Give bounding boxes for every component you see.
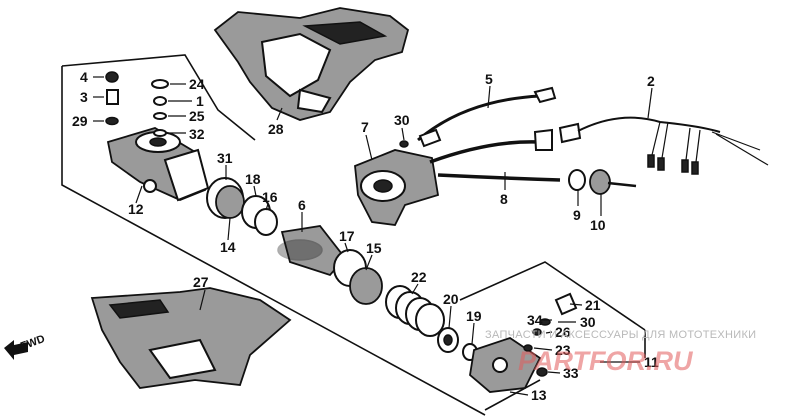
callout-1: 1 (196, 93, 204, 109)
callout-29: 29 (72, 113, 88, 129)
callout-13: 13 (531, 387, 547, 403)
callout-3: 3 (80, 89, 88, 105)
solenoid-part-7[interactable] (354, 149, 440, 226)
small-hardware (105, 71, 169, 137)
lower-cover-part-27[interactable] (90, 287, 292, 389)
callout-34: 34 (527, 312, 543, 328)
callout-30-lower: 30 (580, 314, 596, 330)
bolt-part-1[interactable] (153, 96, 167, 106)
wire-harness-part-2[interactable] (558, 116, 769, 175)
watermark: ЗАПЧАСТИ И АКСЕССУАРЫ ДЛЯ МОТОТЕХНИКИ PA… (485, 329, 756, 376)
hose-part-8[interactable] (429, 128, 561, 182)
assembly-frame (61, 54, 646, 416)
cap-part-4[interactable] (105, 71, 119, 83)
callout-26: 26 (555, 324, 571, 340)
callout-7: 7 (361, 119, 369, 135)
callout-19: 19 (466, 308, 482, 324)
washer-part-20[interactable] (437, 327, 459, 353)
grommet-part-9[interactable] (568, 169, 586, 191)
callout-21: 21 (585, 297, 601, 313)
callout-18: 18 (245, 171, 261, 187)
oring-part-32[interactable] (153, 129, 167, 137)
upper-housing-part-28[interactable] (213, 7, 410, 121)
callout-12: 12 (128, 201, 144, 217)
callout-20: 20 (443, 291, 459, 307)
callout-28: 28 (268, 121, 284, 137)
callout-11: 11 (644, 354, 659, 370)
cable-part-5[interactable] (417, 86, 557, 148)
watermark-tagline: ЗАПЧАСТИ И АКСЕССУАРЫ ДЛЯ МОТОТЕХНИКИ (485, 329, 756, 341)
callout-5: 5 (485, 71, 493, 87)
callout-23: 23 (555, 342, 571, 358)
switch-part-21[interactable] (554, 292, 578, 316)
callout-6: 6 (298, 197, 306, 213)
callout-9: 9 (573, 207, 581, 223)
callout-25: 25 (189, 108, 205, 124)
washer-part-25[interactable] (153, 112, 167, 120)
screw-part-26[interactable] (532, 328, 542, 336)
filter-screen-part-14[interactable] (215, 185, 245, 219)
forward-direction-indicator: FWD (4, 333, 47, 360)
callouts: 4 3 29 24 1 25 32 12 31 14 18 16 6 17 15… (72, 69, 659, 403)
washer-part-29[interactable] (105, 116, 119, 126)
forward-label: FWD (19, 333, 47, 353)
spring-part-22[interactable] (385, 285, 445, 337)
cylinder-body-part-12[interactable] (106, 127, 210, 202)
screen-part-15[interactable] (349, 267, 383, 305)
callout-15: 15 (366, 240, 382, 256)
cover-part-13[interactable] (469, 337, 542, 393)
screw-part-33[interactable] (536, 367, 548, 377)
filter-element-part-6[interactable] (277, 225, 347, 277)
callout-2: 2 (647, 73, 655, 89)
callout-4: 4 (80, 69, 88, 85)
forward-arrow-icon (4, 340, 28, 360)
callout-10: 10 (590, 217, 606, 233)
callout-8: 8 (500, 191, 508, 207)
callout-33: 33 (563, 365, 579, 381)
callout-30-upper: 30 (394, 112, 410, 128)
connector-part-30[interactable] (399, 140, 409, 148)
callout-16: 16 (262, 189, 278, 205)
callout-14: 14 (220, 239, 236, 255)
screw-part-23[interactable] (523, 344, 533, 352)
callout-24: 24 (189, 76, 205, 92)
callout-31: 31 (217, 150, 233, 166)
grommet-part-10[interactable] (589, 169, 637, 195)
cap-part-24[interactable] (151, 79, 169, 89)
ring-part-16[interactable] (254, 208, 278, 236)
callout-17: 17 (339, 228, 355, 244)
leader-lines (93, 76, 653, 396)
watermark-brand: PARTFOR.RU (518, 346, 694, 376)
callout-32: 32 (189, 126, 205, 142)
fitting-part-3[interactable] (106, 89, 119, 105)
callout-22: 22 (411, 269, 427, 285)
callout-27: 27 (193, 274, 209, 290)
